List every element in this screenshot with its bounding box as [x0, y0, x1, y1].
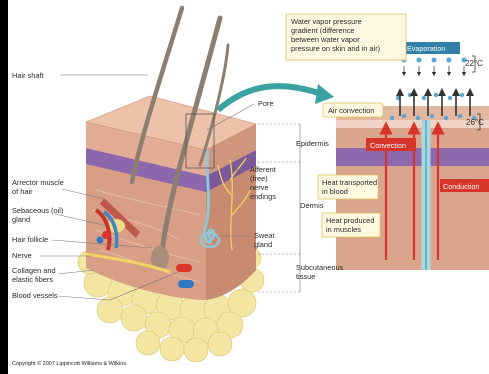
label-skin-temperature: 26°C [466, 118, 484, 127]
label-collagen-line2: elastic fibers [12, 275, 53, 284]
label-conduction: Conduction [443, 182, 479, 191]
label-afferent-line4: endings [250, 192, 276, 201]
label-water-vapor-line2: gradient (difference [291, 26, 355, 35]
label-afferent-line1: Afferent [250, 165, 276, 174]
label-convection: Convection [370, 141, 406, 150]
label-pore: Pore [258, 99, 274, 108]
label-subcutaneous-line2: tissue [296, 272, 315, 281]
label-air-convection: Air convection [328, 106, 374, 115]
label-collagen-line1: Collagen and [12, 266, 56, 275]
label-arrector-line2: of hair [12, 187, 33, 196]
label-nerve: Nerve [12, 251, 32, 260]
label-afferent-line2: (free) [250, 174, 268, 183]
label-hair-follicle: Hair follicle [12, 235, 48, 244]
label-arrector-line1: Arrector muscle [12, 178, 64, 187]
label-water-vapor-line3: between water vapor [291, 35, 360, 44]
label-heat-blood-line2: in blood [322, 187, 348, 196]
label-water-vapor-line1: Water vapor pressure [291, 17, 362, 26]
label-sebaceous-line1: Sebaceous (oil) [12, 206, 63, 215]
label-blood-vessels: Blood vessels [12, 291, 58, 300]
label-dermis: Dermis [300, 201, 324, 210]
label-hair-shaft: Hair shaft [12, 71, 44, 80]
label-epidermis: Epidermis [296, 139, 329, 148]
label-evaporation: Evaporation [407, 44, 445, 53]
label-air-temperature: 22°C [465, 59, 483, 68]
label-subcutaneous-line1: Subcutaneous [296, 263, 344, 272]
label-sebaceous-line2: gland [12, 215, 30, 224]
label-sweat-line2: gland [254, 240, 272, 249]
label-heat-blood-line1: Heat transported [322, 178, 377, 187]
label-heat-muscle-line2: in muscles [326, 225, 361, 234]
label-sweat-line1: Sweat [254, 231, 275, 240]
copyright-notice: Copyright © 2007 Lippincott Williams & W… [12, 361, 128, 367]
label-heat-muscle-line1: Heat produced [326, 216, 374, 225]
label-water-vapor-line4: pressure on skin and in air) [291, 44, 380, 53]
label-afferent-line3: nerve [250, 183, 269, 192]
